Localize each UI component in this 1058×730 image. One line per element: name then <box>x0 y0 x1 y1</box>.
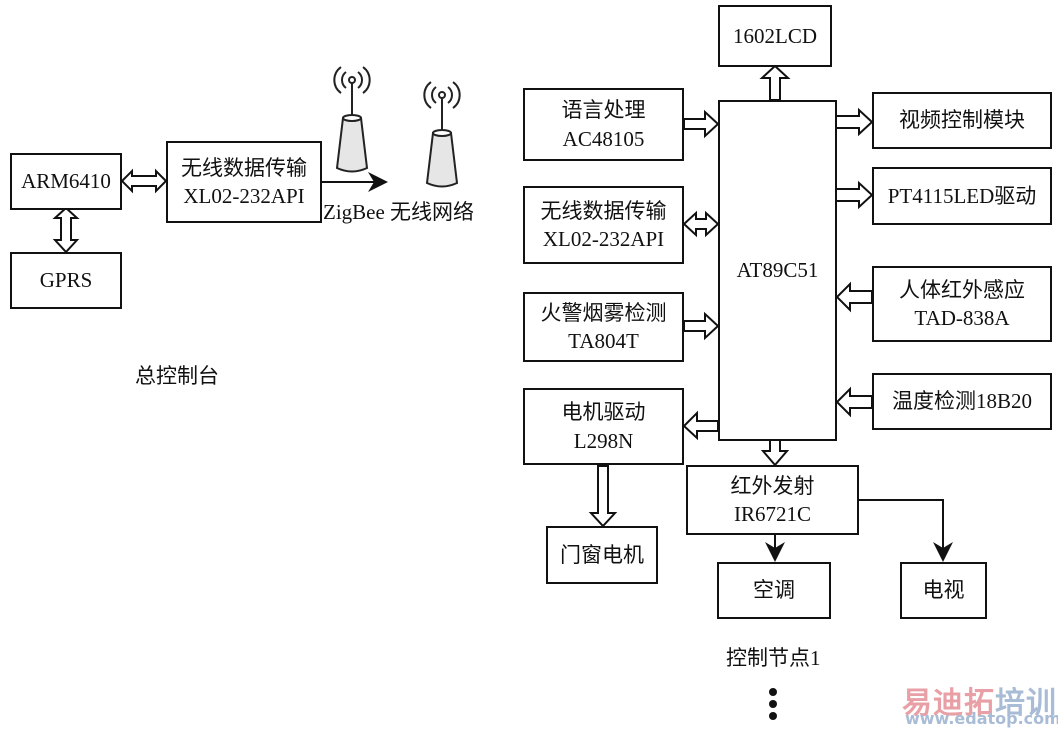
ir-tv-arrow <box>858 499 953 562</box>
pir-block: 人体红外感应 TAD-838A <box>872 266 1052 342</box>
watermark-cn-a: 易迪拓 <box>902 686 995 721</box>
smoke-line2: TA804T <box>568 329 639 353</box>
led-block: PT4115LED驱动 <box>872 167 1052 225</box>
node-wireless-line2: XL02-232API <box>542 227 665 251</box>
tv-label: 电视 <box>922 578 965 603</box>
console-wireless-line1: 无线数据传输 <box>181 155 307 180</box>
ir-line2: IR6721C <box>733 502 811 526</box>
led-label: PT4115LED驱动 <box>887 183 1037 208</box>
arm-gprs-arrow <box>52 206 80 254</box>
ir-block: 红外发射 IR6721C <box>686 465 859 535</box>
console-wireless-line2: XL02-232API <box>183 184 305 208</box>
zigbee-network-label: ZigBee 无线网络 <box>323 200 475 224</box>
temp-block: 温度检测18B20 <box>872 373 1052 430</box>
motor-door-arrow <box>588 465 618 528</box>
console-title: 总控制台 <box>135 364 219 388</box>
lcd-block: 1602LCD <box>718 5 832 67</box>
mcu-led-arrow <box>835 180 874 210</box>
smoke-mcu-arrow <box>683 311 720 341</box>
temp-mcu-arrow <box>835 386 873 418</box>
door-motor-label: 门窗电机 <box>560 542 644 567</box>
tv-block: 电视 <box>900 562 987 619</box>
mcu-ir-arrow <box>760 439 790 467</box>
node-wireless-line1: 无线数据传输 <box>540 198 667 223</box>
wireless-mcu-arrow <box>682 210 720 238</box>
motor-driver-line1: 电机驱动 <box>561 400 646 425</box>
smoke-line1: 火警烟雾检测 <box>540 300 667 325</box>
arm-block: ARM6410 <box>10 153 122 210</box>
video-label: 视频控制模块 <box>899 108 1025 133</box>
smoke-block: 火警烟雾检测 TA804T <box>523 292 684 362</box>
ir-line1: 红外发射 <box>730 473 815 498</box>
node-title: 控制节点1 <box>726 646 821 670</box>
antenna-icon <box>333 66 371 173</box>
arm-label: ARM6410 <box>21 169 111 194</box>
mcu-label: AT89C51 <box>736 258 819 283</box>
aircon-label: 空调 <box>753 578 795 603</box>
lcd-label: 1602LCD <box>733 23 817 48</box>
temp-label: 温度检测18B20 <box>891 389 1032 414</box>
voice-block: 语言处理 AC48105 <box>523 88 684 161</box>
watermark-logo: 易迪拓培训 <box>902 678 1057 722</box>
pir-line1: 人体红外感应 <box>899 277 1025 302</box>
voice-line2: AC48105 <box>562 126 645 151</box>
motor-driver-line2: L298N <box>573 428 634 453</box>
voice-line1: 语言处理 <box>561 98 646 123</box>
mcu-lcd-arrow <box>759 64 791 101</box>
mcu-video-arrow <box>835 107 874 137</box>
antenna-icon <box>423 81 461 188</box>
gprs-label: GPRS <box>39 268 93 293</box>
arm-wireless-arrow <box>120 168 168 194</box>
pir-mcu-arrow <box>835 281 873 313</box>
pir-line2: TAD-838A <box>914 306 1010 330</box>
video-block: 视频控制模块 <box>872 92 1052 149</box>
mcu-block: AT89C51 <box>718 100 837 441</box>
node-wireless-block: 无线数据传输 XL02-232API <box>523 186 684 264</box>
mcu-motor-arrow <box>682 410 719 441</box>
motor-driver-block: 电机驱动 L298N <box>523 388 684 465</box>
watermark-url: www.edatop.com <box>905 709 1058 728</box>
voice-mcu-arrow <box>683 109 720 139</box>
door-motor-block: 门窗电机 <box>546 526 658 584</box>
console-wireless-block: 无线数据传输 XL02-232API <box>166 141 322 223</box>
watermark-cn-b: 培训 <box>995 686 1057 721</box>
gprs-block: GPRS <box>10 252 122 309</box>
ellipsis-icon <box>769 688 779 724</box>
aircon-block: 空调 <box>717 562 831 619</box>
